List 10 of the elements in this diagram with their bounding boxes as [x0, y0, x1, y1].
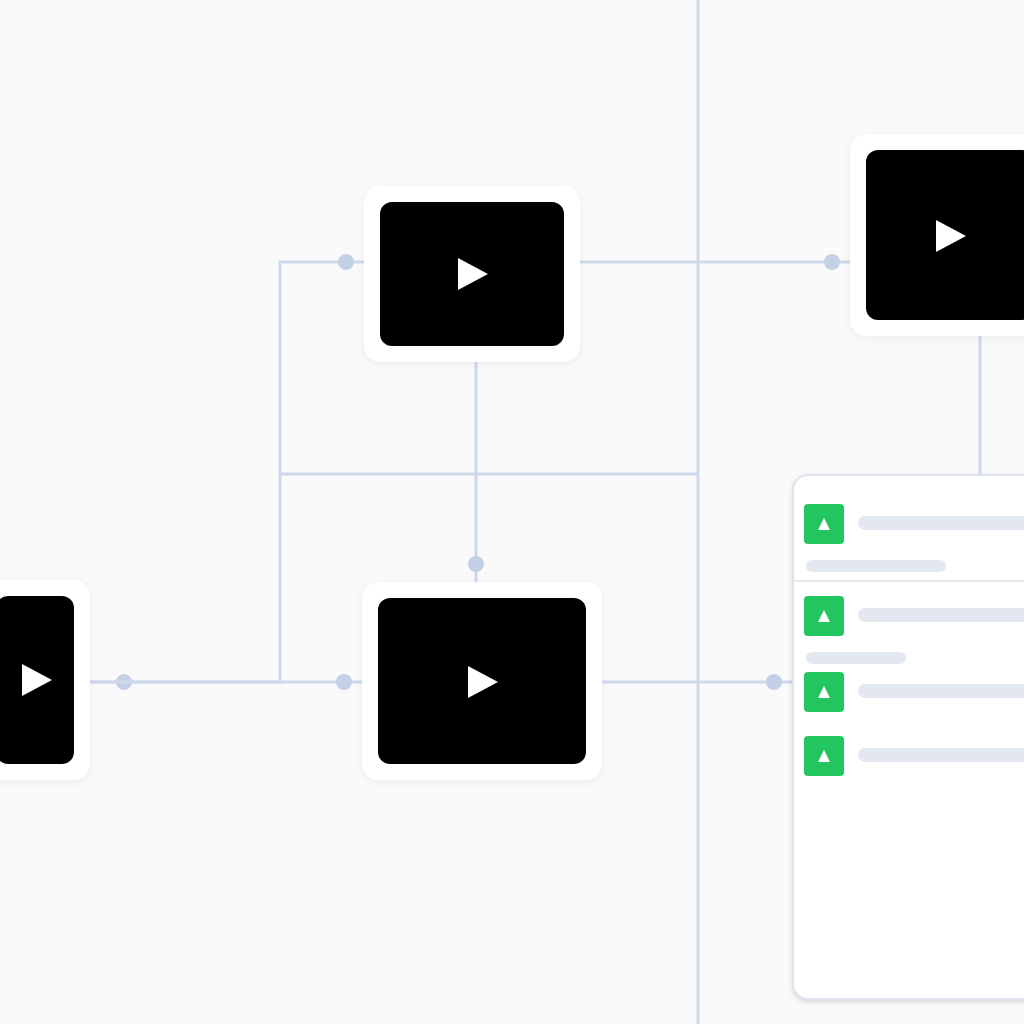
- connector-line: [90, 254, 364, 684]
- video-card: [362, 582, 602, 780]
- list-panel: [792, 474, 1024, 1000]
- video-card: [850, 134, 1024, 336]
- video-card: [364, 186, 580, 362]
- connector-line: [468, 362, 484, 582]
- connector-line: [580, 254, 850, 270]
- video-card: [0, 580, 90, 780]
- connector-line: [978, 336, 982, 474]
- connector-line: [602, 674, 792, 690]
